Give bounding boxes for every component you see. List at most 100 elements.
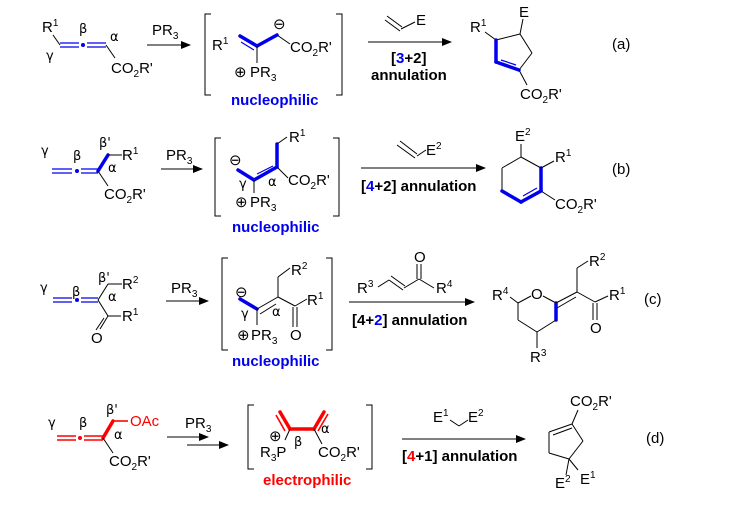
electrophile-e-label: E — [416, 12, 426, 29]
carbonyl-o-label: O — [590, 320, 602, 337]
reaction-a-reactant: R1 γ β α CO2R' — [42, 18, 153, 80]
beta-label: β — [294, 435, 302, 450]
r3-label: R3 — [530, 348, 547, 366]
plus-charge: ⊕ — [234, 64, 247, 81]
r1-label: R1 — [212, 36, 229, 54]
beta-prime-label: β' — [106, 403, 118, 418]
left-bracket — [214, 137, 221, 217]
right-bracket — [326, 257, 333, 351]
gamma-label: γ — [48, 416, 56, 431]
phosphonium-label: R3P — [260, 444, 286, 464]
plus-charge: ⊕ — [237, 327, 250, 344]
phosphonium-label: PR3 — [250, 194, 277, 214]
right-bracket — [333, 137, 340, 217]
gamma-label: γ — [46, 49, 54, 64]
right-bracket — [366, 404, 373, 470]
phosphonium-label: PR3 — [250, 64, 277, 84]
r2-label: R2 — [589, 252, 606, 270]
gamma-label: γ — [241, 307, 249, 322]
ester-label: CO2R' — [290, 39, 332, 59]
r2-label: R2 — [291, 261, 308, 279]
electrophilic-label: electrophilic — [263, 472, 351, 489]
bond — [52, 34, 61, 46]
beta-prime-label: β' — [99, 136, 111, 151]
reaction-d-product: CO2R' E2 E1 — [548, 393, 612, 492]
reaction-c-reactant: γ β β' R2 α R1 O — [40, 271, 139, 347]
r2-label: R2 — [122, 275, 139, 293]
minus-charge: ⊖ — [235, 284, 248, 301]
e1-label: E1 — [433, 408, 449, 426]
ester-label: CO2R' — [318, 444, 360, 464]
reaction-a: R1 γ β α CO2R' PR3 R1 ⊖ CO2R' ⊕ P — [42, 4, 630, 109]
reaction-b-reactant: γ β β' R1 α CO2R' — [41, 136, 146, 206]
plus-charge: ⊕ — [235, 194, 248, 211]
electrophile-e-label: E2 — [426, 141, 442, 159]
left-bracket — [204, 13, 211, 96]
right-bracket — [336, 13, 343, 96]
gamma-label: γ — [239, 177, 247, 192]
alpha-label: α — [114, 428, 123, 443]
ester-label: CO2R' — [570, 393, 612, 413]
reaction-tag: (d) — [646, 430, 664, 447]
e1-label: E1 — [580, 470, 596, 488]
e-label: E2 — [515, 127, 531, 145]
nucleophilic-label: nucleophilic — [232, 219, 320, 236]
annulation-label: [3+2] — [391, 50, 426, 67]
e2-label: E2 — [555, 474, 571, 492]
oac-label: OAc — [130, 413, 160, 430]
r1-label: R1 — [555, 148, 572, 166]
reaction-d: γ β β' OAc α CO2R' PR3 R3P ⊕ β — [48, 393, 664, 492]
reaction-c-product: R4 O R3 R2 R1 O — [492, 252, 626, 366]
r3-label: R3 — [357, 279, 374, 297]
e2-label: E2 — [468, 408, 484, 426]
r4-label: R4 — [436, 279, 453, 297]
reaction-c-intermediate: ⊖ γ R2 α R1 O ⊕ PR3 nucleophilic — [221, 257, 333, 370]
reagent-label: PR3 — [171, 280, 198, 300]
reaction-a-intermediate: R1 ⊖ CO2R' ⊕ PR3 nucleophilic — [204, 13, 343, 109]
reagent-label: PR3 — [166, 147, 193, 167]
beta-prime-label: β' — [98, 271, 110, 286]
annulation-word: annulation — [371, 67, 447, 84]
alpha-label: α — [108, 290, 117, 305]
allene-center-dot — [75, 298, 79, 302]
alpha-label: α — [108, 161, 117, 176]
annulation-label: [4+1] annulation — [402, 448, 517, 465]
left-bracket — [221, 257, 228, 351]
minus-charge: ⊖ — [273, 16, 286, 33]
annulation-label: [4+2] annulation — [352, 312, 467, 329]
r1-label: R1 — [122, 146, 139, 164]
beta-label: β — [73, 149, 81, 164]
carbonyl-o-label: O — [290, 327, 302, 344]
reaction-tag: (a) — [612, 36, 630, 53]
r4-label: R4 — [492, 286, 509, 304]
r1-label: R1 — [307, 291, 324, 309]
beta-label: β — [79, 416, 87, 431]
ester-label: CO2R' — [555, 196, 597, 216]
gamma-label: γ — [40, 281, 48, 296]
allene-center-dot — [81, 43, 85, 47]
left-bracket — [247, 404, 254, 470]
reaction-b-product: E2 R1 CO2R' — [500, 127, 597, 216]
alpha-label: α — [268, 175, 277, 190]
reaction-tag: (b) — [612, 161, 630, 178]
reaction-d-reactant: γ β β' OAc α CO2R' — [48, 403, 160, 473]
beta-label: β — [72, 285, 80, 300]
ester-label: CO2R' — [109, 453, 151, 473]
allene-center-dot — [75, 169, 79, 173]
e-label: E — [519, 4, 529, 21]
enone-o-label: O — [414, 249, 426, 266]
r1-label: R1 — [609, 286, 626, 304]
phosphonium-label: PR3 — [251, 327, 278, 347]
minus-charge: ⊖ — [229, 152, 242, 169]
gamma-label: γ — [41, 144, 49, 159]
ester-label: CO2R' — [288, 172, 330, 192]
reaction-b-intermediate: ⊖ γ R1 α CO2R' ⊕ PR3 nucleophilic — [214, 128, 340, 236]
reaction-c: γ β β' R2 α R1 O PR3 ⊖ γ — [40, 249, 662, 370]
ester-label: CO2R' — [111, 60, 153, 80]
r1-label: R1 — [42, 18, 59, 36]
r1-label: R1 — [470, 18, 487, 36]
reaction-tag: (c) — [644, 291, 662, 308]
reagent-label: PR3 — [185, 415, 212, 435]
ester-label: CO2R' — [104, 186, 146, 206]
